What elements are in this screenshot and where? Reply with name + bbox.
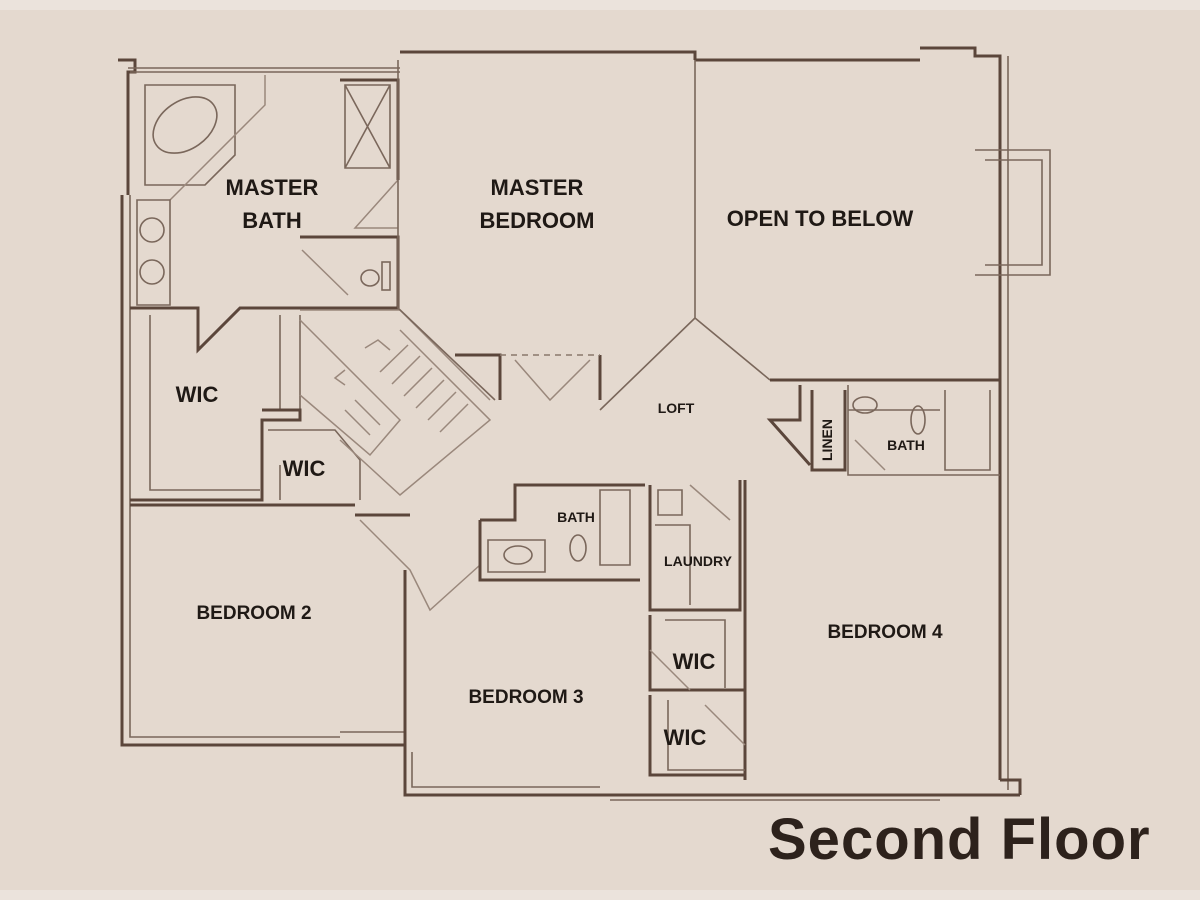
label-linen: LINEN <box>819 419 835 461</box>
label-bath-center: BATH <box>557 509 595 525</box>
label-master-bath-1: MASTER <box>226 175 319 200</box>
label-bath-right: BATH <box>887 437 925 453</box>
label-master-bath-2: BATH <box>242 208 301 233</box>
label-master-bedroom-1: MASTER <box>491 175 584 200</box>
label-bedroom-3: BEDROOM 3 <box>468 687 583 708</box>
exterior-walls <box>118 46 1051 801</box>
interior-walls <box>130 60 1000 780</box>
room-labels: MASTER BATH MASTER BEDROOM OPEN TO BELOW… <box>176 175 943 750</box>
label-bedroom-2: BEDROOM 2 <box>196 603 311 624</box>
label-open-to-below: OPEN TO BELOW <box>727 206 914 231</box>
label-wic-b3a: WIC <box>673 649 716 674</box>
label-laundry: LAUNDRY <box>664 553 733 569</box>
label-wic-b3b: WIC <box>664 725 707 750</box>
label-master-bedroom-2: BEDROOM <box>480 208 595 233</box>
label-wic-small: WIC <box>283 456 326 481</box>
label-bedroom-4: BEDROOM 4 <box>827 622 943 643</box>
plan-title: Second Floor <box>768 807 1151 872</box>
label-wic-master: WIC <box>176 382 219 407</box>
label-loft: LOFT <box>658 400 695 416</box>
